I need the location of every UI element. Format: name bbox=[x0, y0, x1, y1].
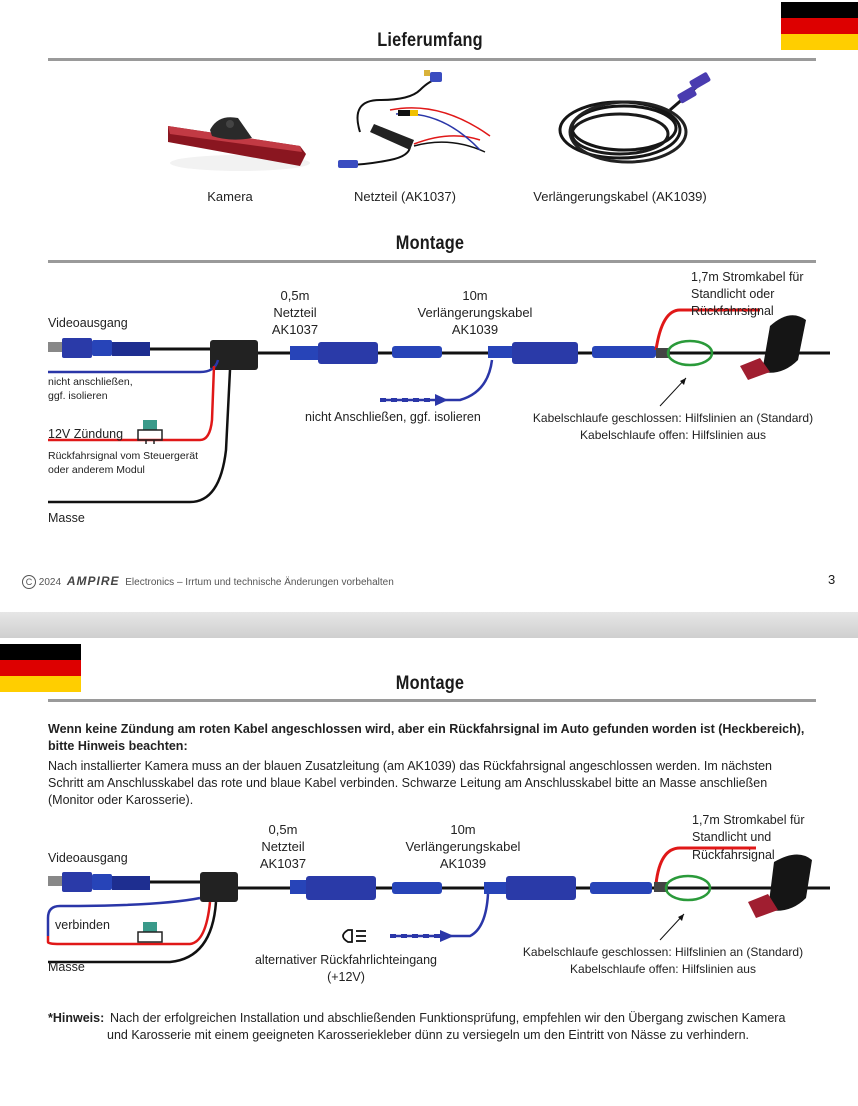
page-2: Montage Wenn keine Zündung am roten Kabe… bbox=[0, 638, 858, 1106]
item-label-extension: Verlängerungskabel (AK1039) bbox=[533, 189, 707, 204]
reverse-light-icon bbox=[342, 929, 366, 943]
section-title-montage: Montage bbox=[395, 233, 465, 254]
label2-ext-code: AK1039 bbox=[439, 856, 487, 871]
item-label-camera: Kamera bbox=[207, 189, 253, 204]
label-ext-length: 10m bbox=[462, 288, 488, 303]
label2-alt-input-line1: alternativer Rückfahrlichteingang bbox=[254, 953, 438, 967]
camera-image bbox=[168, 117, 310, 171]
label-loop-closed: Kabelschlaufe geschlossen: Hilfslinien a… bbox=[532, 411, 814, 425]
footer-text: Electronics – Irrtum und technische Ände… bbox=[125, 577, 394, 588]
label2-power-cable-line3: Rückfahrsignal bbox=[692, 848, 775, 862]
note-body-line1: Nach installierter Kamera muss an der bl… bbox=[48, 759, 772, 773]
label2-power-cable-line2: Standlicht und bbox=[692, 830, 772, 844]
fuse-icon bbox=[137, 420, 163, 444]
hint-text-line2: und Karosserie mit einem geeigneten Karo… bbox=[107, 1028, 750, 1042]
title-rule bbox=[48, 58, 816, 61]
note-body-line3: (Monitor oder Karosserie). bbox=[48, 793, 194, 807]
label2-power-cable-line1: 1,7m Stromkabel für bbox=[692, 813, 805, 827]
label-netzteil-code: AK1037 bbox=[271, 322, 319, 337]
label-not-connect-line1: nicht anschließen, bbox=[48, 376, 133, 388]
label2-netzteil-code: AK1037 bbox=[259, 856, 307, 871]
label-netzteil-name: Netzteil bbox=[273, 305, 317, 320]
label-ignition: 12V Zündung bbox=[48, 427, 124, 441]
montage-rule bbox=[48, 260, 816, 263]
cable-loop-icon-2 bbox=[664, 874, 712, 902]
footer: C 2024 AMPIRE Electronics – Irrtum und t… bbox=[22, 574, 838, 590]
label-videoausgang: Videoausgang bbox=[48, 316, 128, 330]
fuse-icon-2 bbox=[137, 922, 163, 943]
page-title: Lieferumfang bbox=[377, 30, 483, 51]
label2-ext-length: 10m bbox=[450, 822, 476, 837]
note-heading-line2: bitte Hinweis beachten: bbox=[48, 739, 188, 753]
label2-netzteil-length: 0,5m bbox=[268, 822, 298, 837]
label2-connect: verbinden bbox=[55, 918, 110, 932]
label-power-cable-line3: Rückfahrsignal bbox=[691, 304, 774, 318]
label-reverse-signal-line1: Rückfahrsignal vom Steuergerät bbox=[48, 450, 198, 462]
label-blue-not-connect: nicht Anschließen, ggf. isolieren bbox=[305, 410, 481, 424]
wiring-diagram-2 bbox=[46, 846, 830, 964]
label2-loop-open: Kabelschlaufe offen: Hilfslinien aus bbox=[570, 962, 756, 976]
camera-icon-2 bbox=[748, 854, 812, 918]
page-separator bbox=[0, 612, 858, 638]
page2-title-rule bbox=[48, 699, 816, 702]
label2-alt-input-line2: (+12V) bbox=[327, 970, 365, 984]
cable-loop-icon bbox=[666, 339, 714, 367]
power-module-icon-2 bbox=[200, 872, 238, 902]
label-reverse-signal-line2: oder anderem Modul bbox=[48, 464, 145, 476]
label-netzteil-length: 0,5m bbox=[280, 288, 310, 303]
hint-text-line1: Nach der erfolgreichen Installation und … bbox=[110, 1011, 786, 1025]
rca-plug-icon bbox=[48, 342, 62, 352]
label2-ext-name: Verlängerungskabel bbox=[405, 839, 521, 854]
page2-title: Montage bbox=[395, 673, 465, 694]
label-not-connect-line2: ggf. isolieren bbox=[48, 390, 108, 402]
page-number: 3 bbox=[828, 572, 836, 587]
wiring-diagram bbox=[48, 308, 830, 504]
camera-icon bbox=[740, 315, 806, 380]
label-ext-name: Verlängerungskabel bbox=[417, 305, 533, 320]
power-module-icon bbox=[210, 340, 258, 370]
page-1: Lieferumfang Kamera Netzteil (AK1037) Ve bbox=[22, 2, 858, 590]
label2-loop-closed: Kabelschlaufe geschlossen: Hilfslinien a… bbox=[522, 945, 804, 959]
label-loop-open: Kabelschlaufe offen: Hilfslinien aus bbox=[580, 428, 766, 442]
label-power-cable-line2: Standlicht oder bbox=[691, 287, 775, 301]
label2-masse: Masse bbox=[48, 960, 85, 974]
label-power-cable-line1: 1,7m Stromkabel für bbox=[691, 270, 804, 284]
item-label-power-unit: Netzteil (AK1037) bbox=[354, 189, 456, 204]
label2-videoausgang: Videoausgang bbox=[48, 851, 128, 865]
label-ext-code: AK1039 bbox=[451, 322, 499, 337]
copyright-icon: C bbox=[22, 575, 36, 590]
brand-logo: AMPIRE bbox=[66, 574, 120, 588]
label-masse: Masse bbox=[48, 511, 85, 525]
hint-label: *Hinweis: bbox=[48, 1011, 105, 1025]
note-heading-line1: Wenn keine Zündung am roten Kabel angesc… bbox=[48, 722, 805, 736]
note-body-line2: Schritt am Anschlusskabel das rote und b… bbox=[48, 776, 768, 790]
german-flag-icon-2 bbox=[0, 644, 81, 692]
copyright-year: 2024 bbox=[38, 577, 62, 588]
german-flag-icon bbox=[781, 2, 858, 50]
power-unit-image bbox=[337, 70, 491, 168]
label2-netzteil-name: Netzteil bbox=[261, 839, 305, 854]
extension-cable-image bbox=[558, 72, 711, 164]
